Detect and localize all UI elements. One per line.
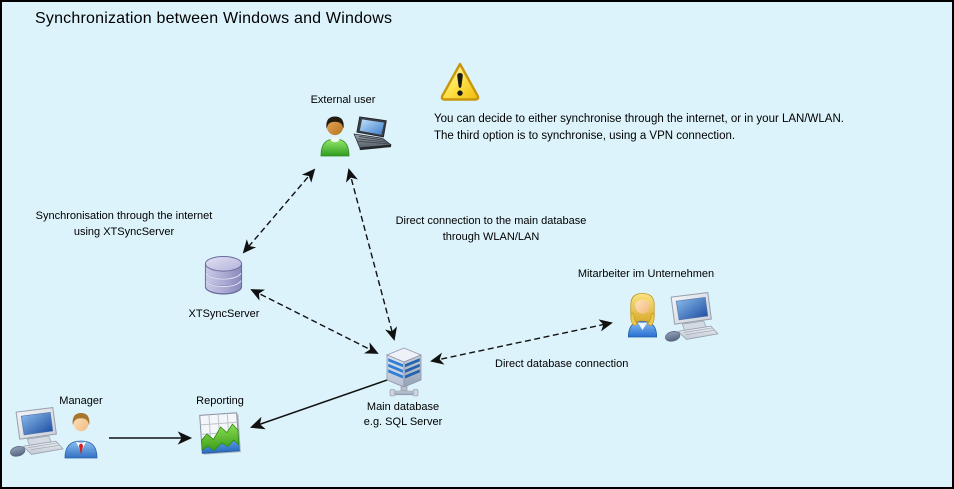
internet-sync-line2: using XTSyncServer (73, 226, 175, 238)
arrow-user-xtsyncserver (242, 168, 316, 254)
xtsyncserver-label: XTSyncServer (188, 308, 260, 320)
reporting-label: Reporting (196, 395, 244, 407)
note-text: You can decide to either synchronise thr… (434, 111, 844, 144)
manager-desktop-icon (8, 404, 65, 459)
wlan-direct-label: Direct connection to the main database t… (385, 213, 597, 245)
employee-woman-icon (621, 290, 664, 339)
arrow-xtsyncserver-maindb (250, 289, 379, 354)
arrow-maindb-employees (430, 319, 613, 365)
diagram-title: Synchronization between Windows and Wind… (35, 10, 393, 27)
warning-icon (439, 60, 481, 103)
internet-sync-line1: Synchronisation through the internet (35, 210, 213, 222)
employees-label: Mitarbeiter im Unternehmen (577, 268, 715, 280)
manager-person-icon (59, 408, 103, 460)
external-user-laptop-icon (352, 116, 394, 152)
employee-desktop-icon (663, 289, 720, 344)
main-database-line1: Main database (366, 401, 440, 413)
direct-db-label: Direct database connection (495, 358, 629, 370)
wlan-direct-line1: Direct connection to the main database (395, 215, 587, 227)
main-database-label: Main database e.g. SQL Server (356, 400, 450, 430)
main-database-line2: e.g. SQL Server (363, 416, 443, 428)
external-user-person-icon (315, 112, 355, 158)
xtsyncserver-database-icon (202, 254, 245, 298)
main-database-server-icon (381, 343, 427, 397)
note-line1: You can decide to either synchronise thr… (434, 113, 844, 125)
note-line2: The third option is to synchronise, usin… (434, 129, 736, 142)
manager-label: Manager (59, 395, 103, 407)
arrow-user-maindb (346, 168, 397, 341)
wlan-direct-line2: through WLAN/LAN (442, 231, 540, 243)
internet-sync-label: Synchronisation through the internet usi… (24, 208, 224, 240)
reporting-chart-icon (197, 408, 243, 458)
external-user-label: External user (310, 94, 376, 106)
